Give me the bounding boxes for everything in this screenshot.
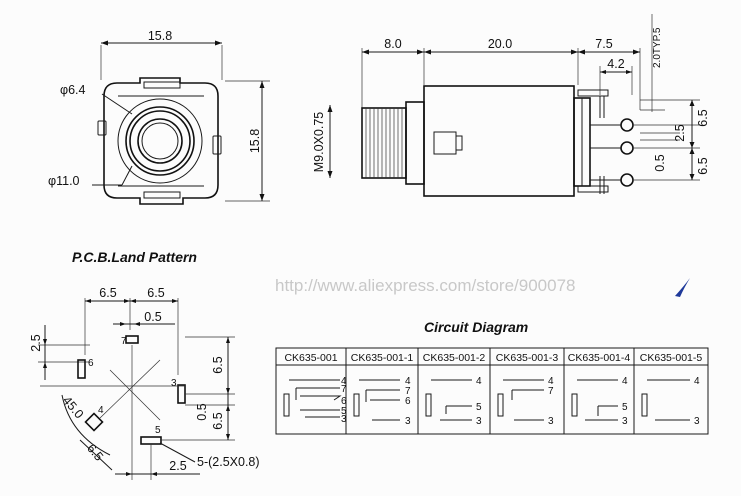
circuit-diagram: Circuit Diagram CK635-001 CK635-001-1 CK… bbox=[275, 319, 709, 435]
outer-diameter-label: φ11.0 bbox=[48, 174, 80, 188]
pcb-top-dim-1: 6.5 bbox=[99, 286, 116, 300]
model-header-5: CK635-001-4 bbox=[568, 352, 631, 364]
side-dim-left: 8.0 bbox=[384, 37, 401, 51]
c5-pin-4: 4 bbox=[622, 376, 628, 387]
side-dim-typ: 2.0TYP.5 bbox=[652, 27, 663, 68]
pcb-angle: 45.0 bbox=[60, 394, 86, 422]
circuit-cell-1: 4 7 6 5 3 bbox=[283, 376, 347, 425]
c2-pin-7: 7 bbox=[405, 386, 411, 397]
circuit-cell-6: 4 3 bbox=[641, 376, 700, 427]
pcb-right-dim-2: 0.5 bbox=[195, 403, 209, 420]
pcb-right-dim-3: 6.5 bbox=[211, 412, 225, 429]
side-dim-right: 7.5 bbox=[595, 37, 612, 51]
circuit-cell-5: 4 5 3 bbox=[571, 376, 628, 427]
c5-pin-3: 3 bbox=[622, 416, 628, 427]
pin-3-label: 3 bbox=[171, 378, 177, 389]
thread-spec: M9.0X0.75 bbox=[312, 112, 326, 173]
circuit-table bbox=[275, 347, 709, 435]
side-view: 8.0 20.0 7.5 4.2 2.0TYP.5 M9.0X0.75 bbox=[312, 14, 710, 197]
c1-pin-7: 7 bbox=[341, 384, 347, 395]
side-dim-pin: 4.2 bbox=[607, 57, 624, 71]
pcb-top-dim-2: 6.5 bbox=[147, 286, 164, 300]
c5-pin-5: 5 bbox=[622, 402, 628, 413]
circuit-cell-2: 4 7 6 3 bbox=[353, 376, 411, 427]
c1-pin-5: 5 bbox=[341, 406, 347, 417]
inner-diameter-label: φ6.4 bbox=[60, 83, 86, 97]
pcb-land-pattern: P.C.B.Land Pattern 6.5 6.5 0.5 2.5 7 6 3… bbox=[29, 249, 260, 480]
c4-pin-7: 7 bbox=[548, 386, 554, 397]
pcb-dim-05: 0.5 bbox=[144, 310, 161, 324]
pin-5-label: 5 bbox=[155, 425, 161, 436]
c3-pin-5: 5 bbox=[476, 402, 482, 413]
c3-pin-4: 4 bbox=[476, 376, 482, 387]
model-header-3: CK635-001-2 bbox=[423, 352, 486, 364]
pcb-bottom-dim: 2.5 bbox=[169, 459, 186, 473]
circuit-cell-3: 4 5 3 bbox=[425, 376, 482, 427]
c1-pin-4: 4 bbox=[341, 376, 347, 387]
front-height-dim: 15.8 bbox=[248, 129, 262, 153]
model-header-6: CK635-001-5 bbox=[640, 352, 703, 364]
c6-pin-3: 3 bbox=[694, 416, 700, 427]
side-right-dim-1: 6.5 bbox=[696, 109, 710, 126]
c2-pin-3: 3 bbox=[405, 416, 411, 427]
pin-6-label: 6 bbox=[88, 358, 94, 369]
watermark-text: http://www.aliexpress.com/store/900078 bbox=[275, 276, 575, 295]
c3-pin-3: 3 bbox=[476, 416, 482, 427]
model-header-1: CK635-001 bbox=[284, 352, 337, 364]
c4-pin-3: 3 bbox=[548, 416, 554, 427]
circuit-title: Circuit Diagram bbox=[424, 319, 528, 335]
pcb-hole-spec: 5-(2.5X0.8) bbox=[197, 455, 260, 469]
front-view: 15.8 15.8 φ6.4 φ11.0 bbox=[48, 29, 270, 205]
c4-pin-4: 4 bbox=[548, 376, 554, 387]
check-mark-icon bbox=[675, 278, 690, 297]
pcb-right-dim-1: 6.5 bbox=[211, 356, 225, 373]
c2-pin-6: 6 bbox=[405, 396, 411, 407]
pcb-title: P.C.B.Land Pattern bbox=[72, 249, 197, 265]
c2-pin-4: 4 bbox=[405, 376, 411, 387]
model-header-2: CK635-001-1 bbox=[351, 352, 414, 364]
pin-4-label: 4 bbox=[98, 405, 104, 416]
c6-pin-4: 4 bbox=[694, 376, 700, 387]
model-header-4: CK635-001-3 bbox=[496, 352, 559, 364]
circuit-cell-4: 4 7 3 bbox=[497, 376, 554, 427]
side-right-dim-4: 6.5 bbox=[696, 157, 710, 174]
front-width-dim: 15.8 bbox=[148, 29, 172, 43]
side-dim-mid: 20.0 bbox=[488, 37, 512, 51]
c1-pin-6: 6 bbox=[341, 396, 347, 407]
pcb-dim-65-diag: 6.5 bbox=[84, 441, 106, 463]
c1-pin-3: 3 bbox=[341, 414, 347, 425]
side-right-dim-2: 2.5 bbox=[673, 124, 687, 141]
side-right-dim-3: 0.5 bbox=[653, 154, 667, 171]
pcb-dim-25-left: 2.5 bbox=[29, 334, 43, 351]
pin-7-label: 7 bbox=[121, 336, 127, 347]
